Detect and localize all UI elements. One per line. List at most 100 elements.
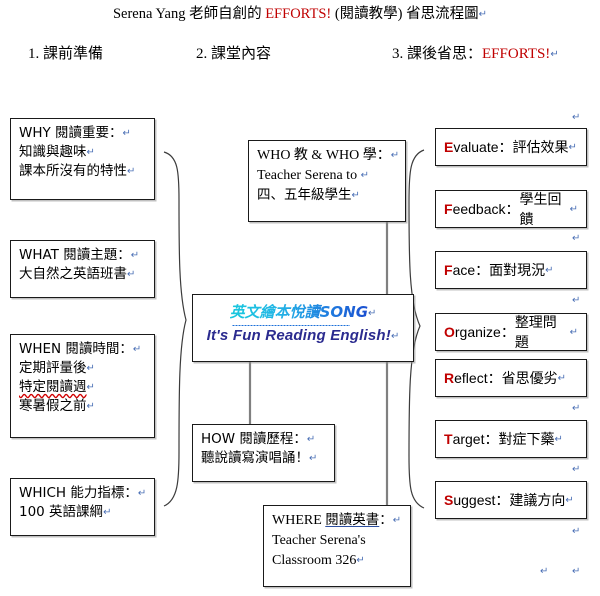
efforts-separator: ： <box>505 201 520 217</box>
title-mid: 老師自創的 <box>189 6 266 22</box>
page-title: Serena Yang 老師自創的 EFFORTS! (閱讀教學) 省思流程圖↵ <box>0 6 600 23</box>
box-song-line-cjk: 英文繪本悅讀SONG ↵ <box>201 302 405 326</box>
box-where-heading: WHERE <box>272 513 326 528</box>
box-how[interactable]: HOW 閱讀歷程：↵ 聽說讀寫演唱誦！↵ <box>192 424 335 482</box>
box-what[interactable]: WHAT 閱讀主題：↵ 大自然之英語班書↵ <box>10 240 155 298</box>
step-label-3: 3. 課後省思：EFFORTS!↵ <box>392 42 559 63</box>
pilcrow-icon: ↵ <box>572 403 581 414</box>
efforts-initial: S <box>444 492 454 508</box>
box-when-line-2: 定期評量後↵ <box>19 360 95 377</box>
efforts-initial: E <box>444 139 454 155</box>
efforts-word: ace <box>452 262 476 278</box>
step-3-accent: EFFORTS! <box>482 46 551 62</box>
box-who-heading: WHO 教 & WHO 學： <box>257 148 391 163</box>
box-when-line-3: 特定閱讀週↵ <box>19 378 146 397</box>
title-post: (閱讀教學) 省思流程圖 <box>331 6 479 22</box>
box-when[interactable]: WHEN 閱讀時間：↵ 定期評量後↵ 特定閱讀週↵ 寒暑假之前↵ <box>10 334 155 438</box>
box-song-line-en: It's Fun Reading English!↵ <box>201 325 405 348</box>
efforts-initial: F <box>444 201 453 217</box>
pilcrow-icon: ↵ <box>360 169 369 181</box>
box-which[interactable]: WHICH 能力指標：↵ 100 英語課綱↵ <box>10 478 155 536</box>
pilcrow-icon: ↵ <box>540 566 549 577</box>
efforts-meaning: 省思優劣 <box>501 370 558 386</box>
box-where-line-1: WHERE 閱讀英書：↵ <box>272 512 402 528</box>
box-song-title[interactable]: 英文繪本悅讀SONG ↵ It's Fun Reading English!↵ <box>192 294 414 362</box>
efforts-meaning: 對症下藥 <box>498 431 555 447</box>
pilcrow-icon: ↵ <box>86 401 95 413</box>
box-why-line-2: 知識與趣味↵ <box>19 144 95 161</box>
pilcrow-icon: ↵ <box>137 488 147 499</box>
efforts-meaning: 面對現況 <box>489 262 546 278</box>
efforts-separator: ： <box>487 370 502 386</box>
pilcrow-icon: ↵ <box>132 344 142 355</box>
box-where-line-3: Classroom 326↵ <box>272 552 365 568</box>
box-why-heading: WHY 閱讀重要： <box>19 125 123 141</box>
box-who[interactable]: WHO 教 & WHO 學：↵ Teacher Serena to ↵ 四、五年… <box>248 140 406 222</box>
song-cjk-text: 英文繪本悅讀SONG <box>229 303 369 321</box>
pilcrow-icon: ↵ <box>568 141 577 153</box>
pilcrow-icon: ↵ <box>368 308 377 319</box>
box-who-line-1: WHO 教 & WHO 學：↵ <box>257 146 399 166</box>
pilcrow-icon: ↵ <box>569 203 578 215</box>
box-where[interactable]: WHERE 閱讀英書：↵ Teacher Serena's Classroom … <box>263 505 411 587</box>
efforts-initial: O <box>444 324 455 340</box>
pilcrow-icon: ↵ <box>127 166 136 178</box>
efforts-word: uggest <box>453 492 496 508</box>
pilcrow-icon: ↵ <box>351 189 360 201</box>
pilcrow-icon: ↵ <box>557 372 566 384</box>
pilcrow-icon: ↵ <box>565 494 574 506</box>
step-label-2: 2. 課堂內容 <box>196 46 272 62</box>
box-when-heading: WHEN 閱讀時間： <box>19 341 133 357</box>
pilcrow-icon: ↵ <box>572 464 581 475</box>
efforts-separator: ： <box>495 492 510 508</box>
pilcrow-icon: ↵ <box>478 9 488 20</box>
title-pre: Serena Yang <box>112 6 190 22</box>
wavy-underline-icon <box>231 322 351 326</box>
box-how-heading: HOW 閱讀歷程： <box>201 431 307 447</box>
box-which-line-1: WHICH 能力指標：↵ <box>19 484 146 503</box>
pilcrow-icon: ↵ <box>391 330 400 342</box>
pilcrow-icon: ↵ <box>572 526 581 537</box>
pilcrow-icon: ↵ <box>86 147 95 159</box>
efforts-initial: R <box>444 370 455 386</box>
pilcrow-icon: ↵ <box>122 128 131 139</box>
efforts-word: rganize <box>454 324 501 340</box>
efforts-initial: T <box>444 431 453 447</box>
box-when-line-1: WHEN 閱讀時間：↵ <box>19 340 146 359</box>
song-en-text: It's Fun Reading English! <box>206 326 391 344</box>
pilcrow-icon: ↵ <box>550 49 559 60</box>
efforts-initial: F <box>444 262 453 278</box>
box-what-heading: WHAT 閱讀主題： <box>19 247 131 263</box>
efforts-word: eedback <box>452 201 506 217</box>
efforts-separator: ： <box>498 139 513 155</box>
efforts-separator: ： <box>484 431 499 447</box>
box-what-line-2: 大自然之英語班書↵ <box>19 266 136 283</box>
efforts-separator: ： <box>475 262 490 278</box>
box-why[interactable]: WHY 閱讀重要：↵ 知識與趣味↵ 課本所沒有的特性↵ <box>10 118 155 200</box>
pilcrow-icon: ↵ <box>103 507 112 519</box>
left-brace <box>163 151 187 507</box>
pilcrow-icon: ↵ <box>569 326 578 338</box>
box-which-line-2: 100 英語課綱↵ <box>19 504 112 521</box>
spellcheck-text: 特定閱讀週 <box>19 379 87 396</box>
pilcrow-icon: ↵ <box>572 233 581 244</box>
box-why-line-1: WHY 閱讀重要：↵ <box>19 124 146 143</box>
efforts-word: arget <box>452 431 485 447</box>
box-what-line-1: WHAT 閱讀主題：↵ <box>19 246 146 265</box>
pilcrow-icon: ↵ <box>309 453 318 465</box>
step-3-text: 3. 課後省思： <box>392 46 483 62</box>
efforts-meaning: 整理問題 <box>514 314 557 350</box>
box-how-line-2: 聽說讀寫演唱誦！↵ <box>201 450 318 467</box>
box-where-link[interactable]: 閱讀英書 <box>325 512 380 528</box>
efforts-word: valuate <box>453 139 499 155</box>
pilcrow-icon: ↵ <box>545 264 554 276</box>
box-where-line-2: Teacher Serena's <box>272 532 366 548</box>
efforts-meaning: 評估效果 <box>512 139 569 155</box>
